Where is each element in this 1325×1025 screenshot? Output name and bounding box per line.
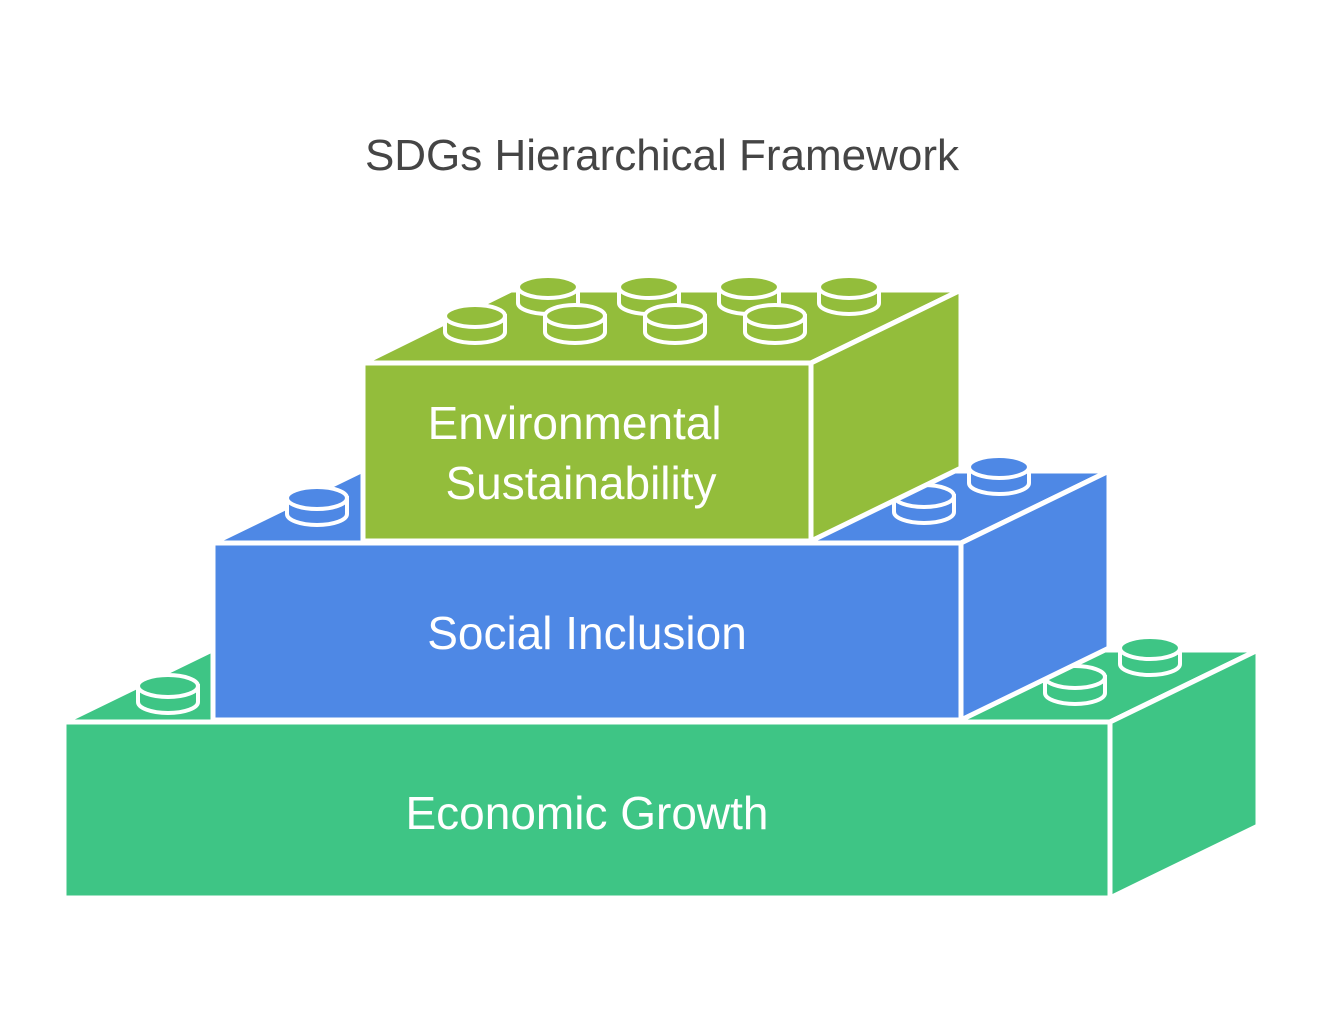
stud: [1043, 664, 1107, 706]
stud: [817, 274, 881, 316]
stud: [136, 673, 200, 715]
stud: [643, 303, 707, 345]
environmental-sustainability-front-face: [360, 360, 814, 544]
stud: [967, 454, 1031, 496]
economic-growth-front-face: [61, 719, 1113, 901]
stud: [743, 303, 807, 345]
environmental-sustainability-block: Environmental Sustainability: [360, 274, 964, 544]
social-inclusion-label: Social Inclusion: [427, 607, 747, 659]
economic-growth-label: Economic Growth: [405, 787, 768, 839]
stud: [443, 303, 507, 345]
stud: [285, 485, 349, 527]
stud: [1118, 635, 1182, 677]
diagram-title: SDGs Hierarchical Framework: [365, 131, 960, 180]
stud: [543, 303, 607, 345]
environmental-sustainability-label: Environmental Sustainability: [428, 397, 735, 509]
stud: [617, 274, 681, 316]
